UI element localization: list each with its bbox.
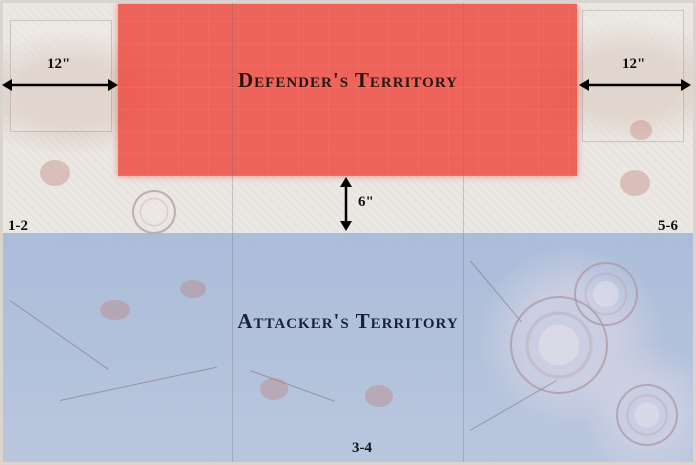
dice-label-left: 1-2: [8, 218, 28, 234]
gear-floor-icon: [574, 262, 638, 326]
right-distance-label: 12": [622, 56, 646, 72]
dice-label-right: 5-6: [658, 218, 678, 234]
stain: [40, 160, 70, 186]
attacker-territory-label: Attacker's Territory: [237, 309, 459, 333]
center-gap-label: 6": [358, 194, 374, 210]
left-distance-label: 12": [47, 56, 71, 72]
gear-floor-icon: [616, 384, 678, 446]
dice-label-bottom: 3-4: [352, 440, 372, 456]
defender-territory-label: Defender's Territory: [238, 68, 458, 92]
stain: [260, 378, 288, 400]
right-distance-arrow-icon: [579, 79, 691, 91]
ruin-terrain-right: [582, 10, 684, 142]
stain: [100, 300, 130, 320]
stain: [365, 385, 393, 407]
stain: [630, 120, 652, 140]
stain: [620, 170, 650, 196]
stain: [180, 280, 206, 298]
gear-floor-icon: [132, 190, 176, 234]
board-seam: [463, 0, 464, 465]
ruin-terrain-left: [10, 20, 112, 132]
left-distance-arrow-icon: [2, 79, 118, 91]
center-gap-arrow-icon: [340, 177, 352, 231]
defender-territory-zone: [118, 4, 577, 176]
board-seam: [232, 0, 233, 465]
